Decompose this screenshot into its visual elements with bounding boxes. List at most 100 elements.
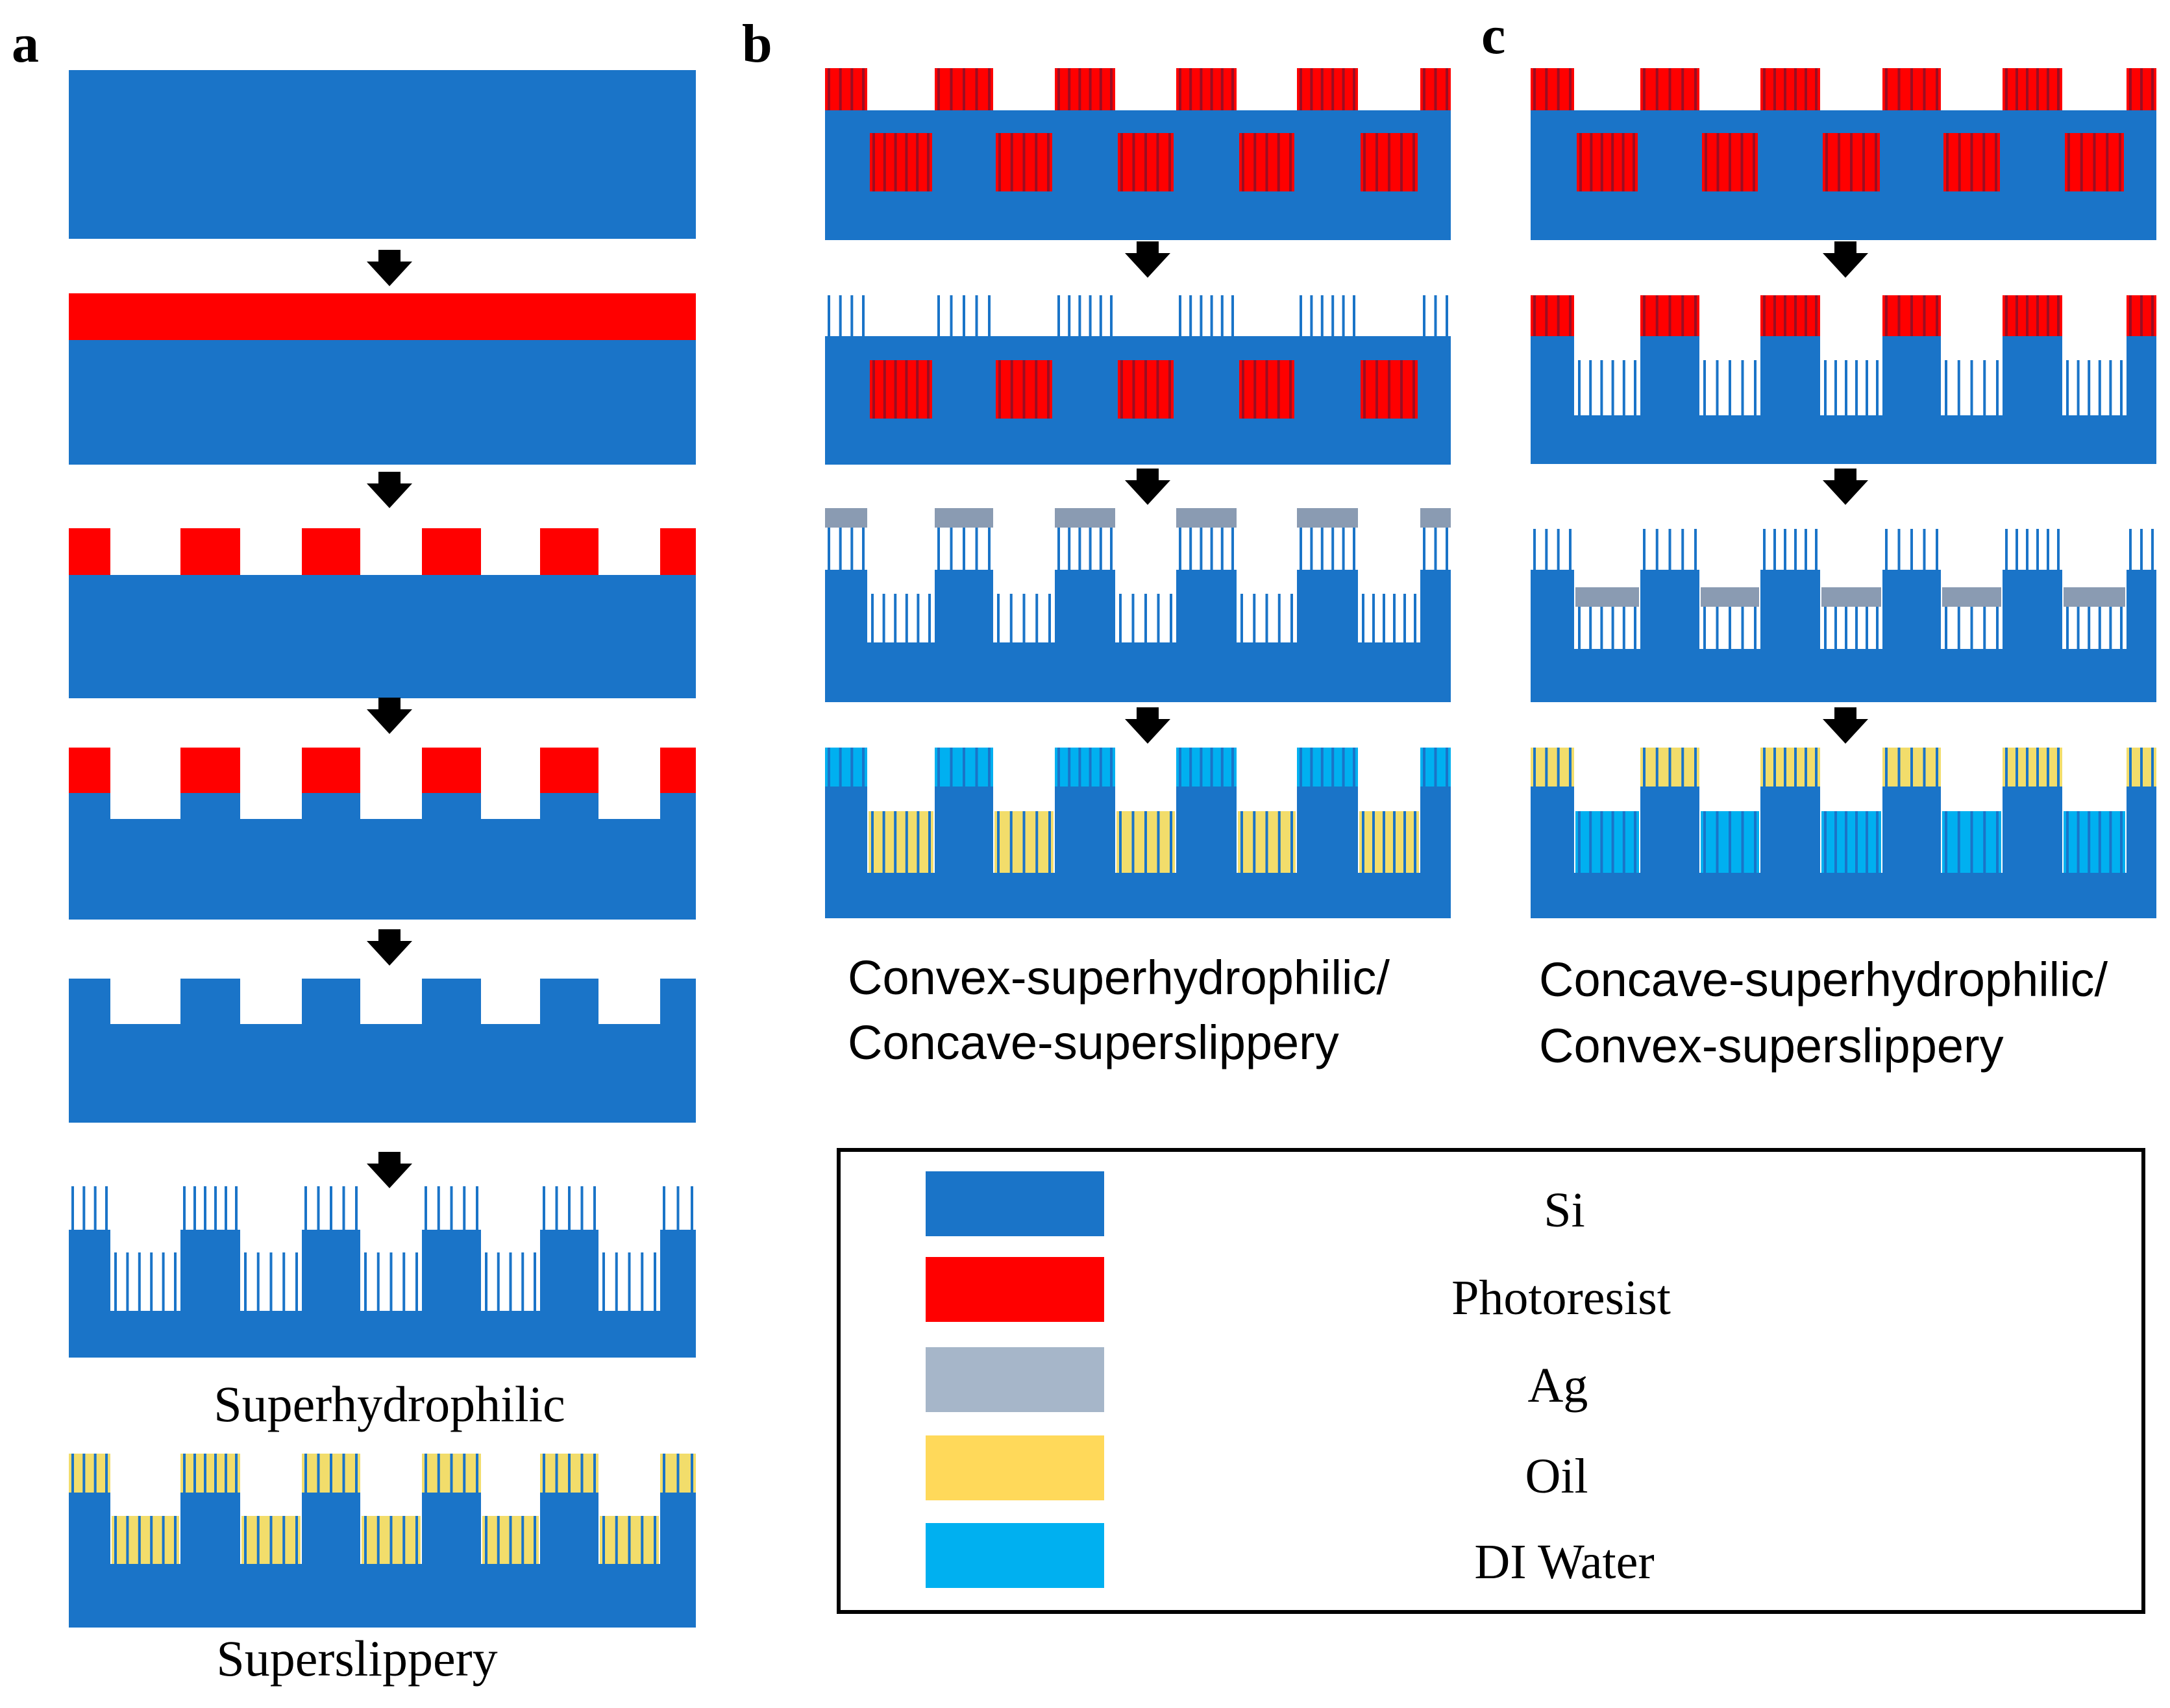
si-pillar [1531,570,1574,649]
si-pillar [180,1493,240,1564]
ag-layer [1701,587,1759,607]
si-pillar [1882,570,1941,649]
water-region [1055,748,1115,787]
photoresist-layer [69,293,696,340]
si-pillar [69,979,110,1025]
photoresist-block [1577,133,1638,191]
si-pillar [180,1230,240,1311]
panel-c-caption-line2: Convex-superslippery [1539,1019,2004,1073]
si-pillar [1640,570,1699,649]
oil-region [180,1454,240,1493]
si-pillar [2127,787,2156,873]
si-layer [69,70,696,239]
photoresist-block [1531,295,1574,336]
si-pillar [1420,787,1451,873]
photoresist-block [870,360,932,419]
ag-cap [935,508,993,528]
si-pillar [540,1493,598,1564]
si-pillar [69,1493,110,1564]
photoresist-block [870,133,932,191]
si-pillar [1055,570,1115,642]
panel-b-caption-line2: Concave-superslippery [848,1016,1339,1069]
ag-layer [1821,587,1881,607]
si-pillar [540,793,598,822]
superhydrophilic-caption: Superhydrophilic [214,1376,565,1432]
photoresist-block [1760,295,1820,336]
legend-swatch-ag [926,1347,1104,1412]
arrow-icon [367,929,412,966]
si-base [1531,873,2156,918]
si-layer [69,340,696,465]
ag-layer [1942,587,2001,607]
si-pillar [422,979,481,1025]
photoresist-block [302,748,360,793]
photoresist-block [1176,68,1237,110]
arrow-icon [1125,469,1170,505]
arrow-icon [1823,469,1868,505]
water-region [2064,811,2125,873]
photoresist-block [180,748,240,793]
legend-label-di-water: DI Water [1474,1535,1654,1589]
si-pillar [660,1230,696,1311]
photoresist-block [2003,295,2062,336]
si-pillar [2003,336,2062,415]
panel-c-step3-ag-bottom [1531,529,2156,702]
si-pillar [660,979,696,1025]
si-pillar [825,570,867,642]
photoresist-block [825,68,867,110]
si-pillar [935,570,993,642]
photoresist-block [540,748,598,793]
oil-region [1359,811,1419,873]
panel-a-step7-oil-infused [69,1454,696,1628]
panel-b-step3-ag-caps [825,508,1451,702]
photoresist-block [1297,68,1358,110]
legend-label-photoresist: Photoresist [1451,1271,1671,1325]
ag-cap [1055,508,1115,528]
ag-layer [1575,587,1639,607]
legend-swatch-di-water [926,1523,1104,1588]
panel-a-step2-coated [69,293,696,465]
legend-label-oil: Oil [1525,1449,1588,1504]
legend-label-si: Si [1544,1183,1584,1238]
si-pillar [1297,570,1358,642]
photoresist-block [540,528,598,575]
panel-c-letter: c [1481,5,1505,66]
panel-b-letter: b [742,14,772,74]
si-pillar [1531,336,1574,415]
si-pillar [540,1230,598,1311]
arrow-icon [1125,707,1170,744]
oil-region [1760,748,1820,787]
photoresist-block [302,528,360,575]
si-pillar [540,979,598,1025]
si-base [825,873,1451,918]
photoresist-block [1760,68,1820,110]
water-region [1575,811,1639,873]
si-pillar [1760,787,1820,873]
water-region [1176,748,1237,787]
si-base [69,819,696,920]
si-pillar [1640,787,1699,873]
panel-c-step1-patterned [1531,68,2156,240]
legend-box [837,1148,2145,1614]
si-pillar [1531,787,1574,873]
si-pillar [2003,570,2062,649]
photoresist-block [180,528,240,575]
si-pillar [1760,570,1820,649]
si-pillar [302,1493,360,1564]
si-base [1531,415,2156,464]
si-base [69,1311,696,1358]
schematic-drawing [69,68,2156,1628]
si-pillar [422,793,481,822]
si-base [1531,649,2156,702]
panel-b-step1-patterned [825,68,1451,240]
ag-cap [825,508,867,528]
panel-b-caption-line1: Convex-superhydrophilic/ [848,951,1390,1005]
panel-c-step2-bottom-nanowires [1531,295,2156,464]
oil-region [2003,748,2062,787]
ag-cap [1297,508,1358,528]
ag-cap [1176,508,1237,528]
photoresist-block [2003,68,2062,110]
panel-a-step5-stripped [69,979,696,1123]
arrow-icon [1823,241,1868,278]
legend: Si Photoresist Ag Oil DI Water [837,1148,2145,1614]
